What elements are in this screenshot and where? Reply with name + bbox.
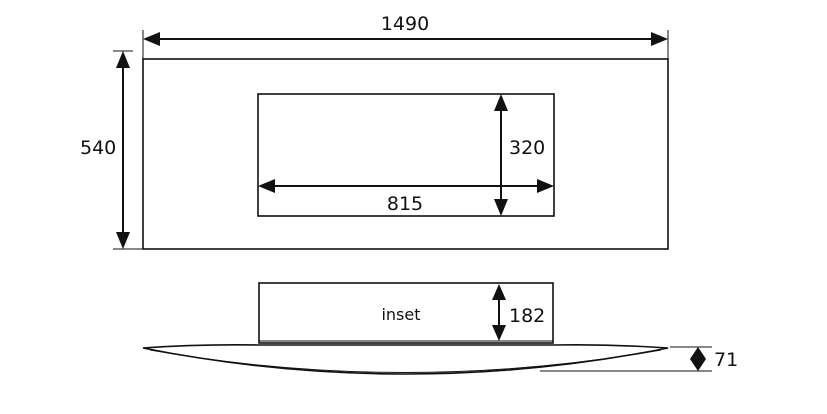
overall-width-label: 1490 bbox=[381, 13, 429, 35]
frame-depth-arrow-marker bbox=[690, 347, 706, 371]
arrowhead-right bbox=[651, 32, 668, 46]
arrowhead-down bbox=[116, 232, 130, 249]
arrowhead-down bbox=[494, 199, 508, 216]
inset-depth-label: 182 bbox=[509, 305, 545, 327]
arrowhead-up bbox=[492, 284, 506, 300]
opening-height-label: 320 bbox=[509, 137, 545, 159]
overall-height-label: 540 bbox=[80, 137, 116, 159]
arrowhead-down bbox=[492, 325, 506, 341]
opening-width-label: 815 bbox=[387, 193, 423, 215]
inset-label: inset bbox=[381, 305, 420, 324]
arrowhead-up bbox=[494, 94, 508, 111]
inset-box-outline bbox=[258, 282, 554, 344]
arrowhead-left bbox=[143, 32, 160, 46]
arrowhead-right bbox=[537, 179, 554, 193]
arrowhead-up bbox=[116, 51, 130, 68]
arrowhead-left bbox=[258, 179, 275, 193]
curved-frame-outline bbox=[142, 344, 669, 375]
frame-depth-label: 71 bbox=[714, 349, 738, 371]
front-panel-outline bbox=[142, 58, 669, 250]
curved-frame-inner-line bbox=[149, 349, 662, 373]
fire-opening-outline bbox=[257, 93, 555, 217]
